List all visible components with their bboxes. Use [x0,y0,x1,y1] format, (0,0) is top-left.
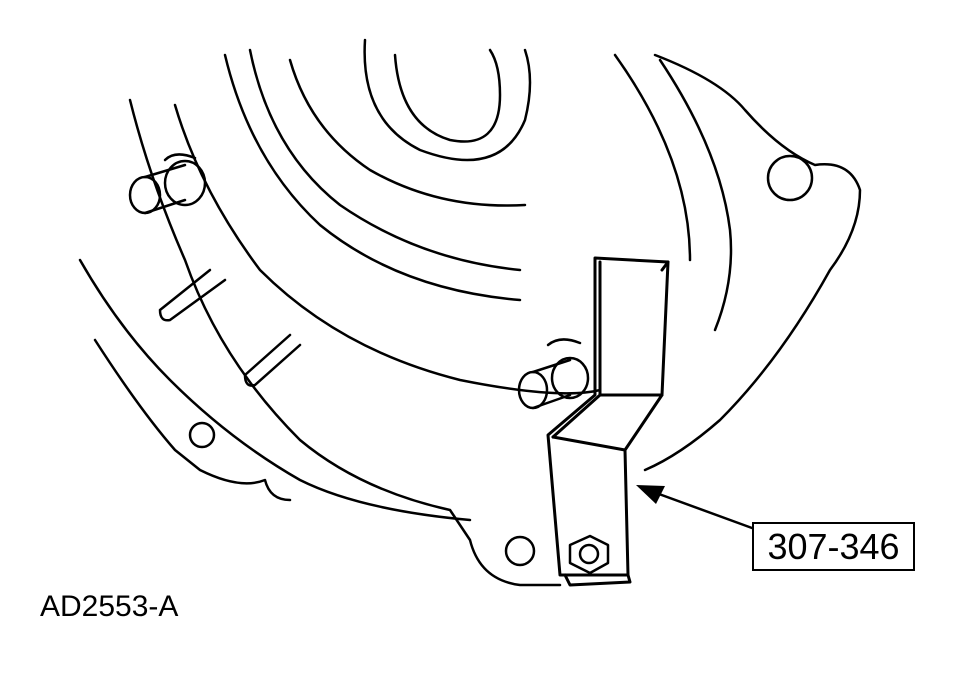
inner-bore [393,48,502,143]
stud-upper-left [128,153,207,215]
tool-bracket [546,256,670,587]
slot-1 [158,268,227,322]
flange-arc-3 [248,48,522,272]
flange-arc-right-2 [613,53,692,262]
flange-arc-4 [288,58,527,207]
bolt-hole-lower-left [188,421,216,449]
leader-line [646,488,754,530]
flange-arc-5 [363,38,532,162]
tool-callout-label: 307-346 [752,522,915,571]
leader-arrowhead [636,485,665,504]
flange-arc-2 [223,53,522,302]
housing-outline [128,98,562,587]
figure-id: AD2553-A [40,590,179,623]
bolt-head [568,534,610,575]
flange-arc-right-1 [658,58,733,332]
bell-lower-scallop [93,338,292,502]
housing-right-edge [643,53,862,472]
flange-arc-1 [173,103,602,395]
bolt-hole-upper-right [766,154,814,202]
bolt-hole-lower [504,535,536,567]
bell-lower-edge [78,258,472,522]
stud-center [517,338,590,410]
slot-2 [243,333,302,387]
